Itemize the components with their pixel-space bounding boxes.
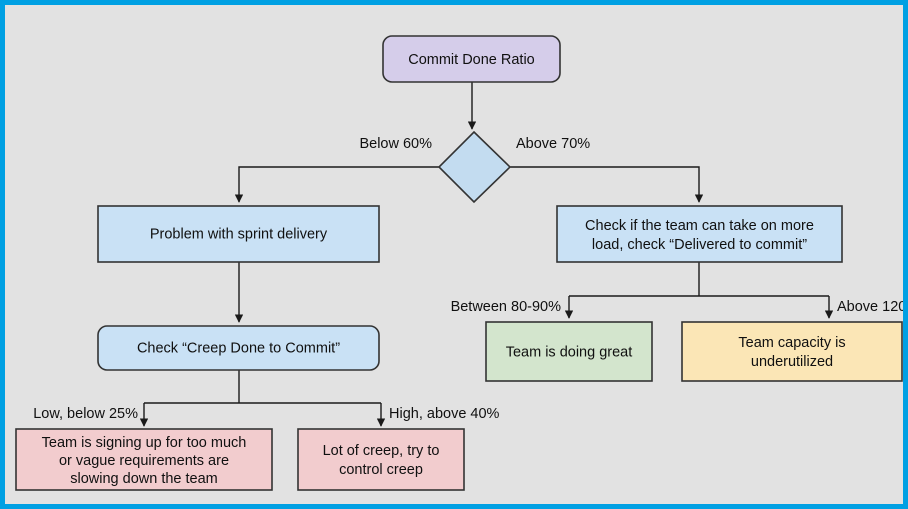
node-signing-up-too-much[interactable]: Team is signing up for too much or vague…	[15, 428, 273, 491]
node-commit-done-ratio-label: Commit Done Ratio	[408, 52, 535, 68]
edge-label-above-120: Above 120%	[837, 299, 908, 315]
node-doing-great-label: Team is doing great	[506, 344, 633, 360]
node-commit-done-ratio-shape	[382, 35, 561, 83]
edge-label-above-70: Above 70%	[516, 136, 590, 152]
node-signing-up-shape	[15, 428, 273, 491]
node-check-more-load-line1: Check if the team can take on more	[585, 218, 814, 234]
node-check-more-load-line2: load, check “Delivered to commit”	[592, 237, 807, 253]
node-decision-diamond[interactable]	[437, 130, 512, 204]
node-team-capacity-underutilized[interactable]: Team capacity is underutilized	[681, 321, 903, 382]
node-lot-of-creep-line2: control creep	[339, 462, 423, 478]
node-lot-of-creep[interactable]: Lot of creep, try to control creep	[297, 428, 465, 491]
edge-label-high-above-40: High, above 40%	[389, 406, 500, 422]
edge-label-between-80-90: Between 80-90%	[451, 299, 562, 315]
node-team-is-doing-great[interactable]: Team is doing great	[485, 321, 653, 382]
node-decision-shape	[437, 130, 512, 204]
node-problem-sprint-shape	[97, 205, 380, 263]
node-doing-great-shape	[485, 321, 653, 382]
edge-label-below-60: Below 60%	[359, 136, 432, 152]
node-lot-of-creep-line1: Lot of creep, try to	[323, 443, 440, 459]
node-check-more-load-shape	[556, 205, 843, 263]
node-check-creep-label: Check “Creep Done to Commit”	[137, 340, 340, 356]
node-check-creep-shape	[97, 325, 380, 371]
node-commit-done-ratio[interactable]: Commit Done Ratio	[382, 35, 561, 83]
node-underutilized-shape	[681, 321, 903, 382]
node-underutilized-line2: underutilized	[751, 354, 833, 370]
node-signing-up-line1: Team is signing up for too much	[42, 435, 247, 451]
node-check-creep-done-to-commit[interactable]: Check “Creep Done to Commit”	[97, 325, 380, 371]
flowchart-svg: Commit Done Ratio Below 60% Above 70% Pr…	[15, 35, 908, 491]
node-underutilized-line1: Team capacity is	[738, 335, 845, 351]
edge-decision-to-problem-sprint	[234, 166, 440, 203]
node-problem-with-sprint-delivery[interactable]: Problem with sprint delivery	[97, 205, 380, 263]
edge-decision-to-check-load	[508, 166, 704, 203]
edge-label-low-below-25: Low, below 25%	[33, 406, 138, 422]
node-problem-sprint-label: Problem with sprint delivery	[150, 226, 328, 242]
node-check-more-load[interactable]: Check if the team can take on more load,…	[556, 205, 843, 263]
node-signing-up-line3: slowing down the team	[70, 471, 218, 487]
node-lot-of-creep-shape	[297, 428, 465, 491]
node-signing-up-line2: or vague requirements are	[59, 453, 229, 469]
